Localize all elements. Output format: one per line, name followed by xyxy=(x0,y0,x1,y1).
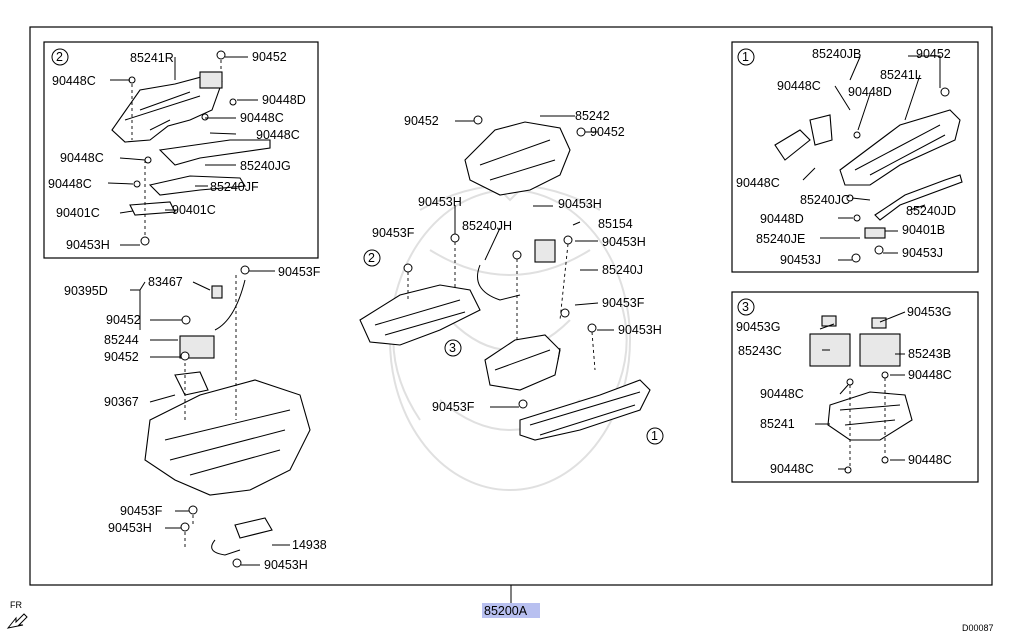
label-90448C: 90448C xyxy=(908,368,952,382)
main-part-number: 85200A xyxy=(484,604,528,618)
center-group: 2 3 1 85242 90452 90452 90453H 90453H 85… xyxy=(359,109,664,445)
label-90448C: 90448C xyxy=(770,462,814,476)
callout-3-center: 3 xyxy=(449,341,456,355)
label-85241R: 85241R xyxy=(130,51,174,65)
callout-3-text: 3 xyxy=(742,300,749,314)
main-part-highlight xyxy=(482,603,540,618)
label-90453G: 90453G xyxy=(736,320,780,334)
label-90453F: 90453F xyxy=(432,400,475,414)
label-90452: 90452 xyxy=(916,47,951,61)
fr-arrow-icon: FR xyxy=(6,600,28,629)
label-90395D: 90395D xyxy=(64,284,108,298)
label-85243C: 85243C xyxy=(738,344,782,358)
box1-frame xyxy=(731,41,979,273)
label-90452: 90452 xyxy=(590,125,625,139)
label-85242: 85242 xyxy=(575,109,610,123)
label-90453H: 90453H xyxy=(66,238,110,252)
label-90448D: 90448D xyxy=(262,93,306,107)
label-90448C: 90448C xyxy=(48,177,92,191)
label-85154: 85154 xyxy=(598,217,633,231)
label-85240JE: 85240JE xyxy=(756,232,805,246)
label-90453F: 90453F xyxy=(120,504,163,518)
label-85240JB: 85240JB xyxy=(812,47,861,61)
label-90453H: 90453H xyxy=(264,558,308,572)
label-90448C: 90448C xyxy=(52,74,96,88)
diagram-code: D00087 xyxy=(962,623,994,633)
label-90448C: 90448C xyxy=(777,79,821,93)
label-85244: 85244 xyxy=(104,333,139,347)
label-90453H: 90453H xyxy=(602,235,646,249)
label-83467: 83467 xyxy=(148,275,183,289)
label-85241: 85241 xyxy=(760,417,795,431)
box2-group: 2 85241R 90452 90448C 90448D 90448C 9044… xyxy=(48,48,306,252)
callout-1-center: 1 xyxy=(651,429,658,443)
callout-circle xyxy=(51,48,69,66)
label-90448C: 90448C xyxy=(760,387,804,401)
label-85240JH: 85240JH xyxy=(462,219,512,233)
label-90452: 90452 xyxy=(404,114,439,128)
label-90401C: 90401C xyxy=(56,206,100,220)
label-90401B: 90401B xyxy=(902,223,945,237)
label-85243B: 85243B xyxy=(908,347,951,361)
label-90448C: 90448C xyxy=(60,151,104,165)
label-85240JD: 85240JD xyxy=(906,204,956,218)
label-90448C: 90448C xyxy=(256,128,300,142)
label-85240JG: 85240JG xyxy=(240,159,291,173)
label-90452: 90452 xyxy=(104,350,139,364)
label-90453H: 90453H xyxy=(108,521,152,535)
label-85240JF: 85240JF xyxy=(210,180,259,194)
label-90448D: 90448D xyxy=(848,85,892,99)
label-90453H: 90453H xyxy=(558,197,602,211)
label-90453J: 90453J xyxy=(780,253,821,267)
fr-label: FR xyxy=(10,600,22,610)
box3-frame xyxy=(731,291,979,483)
label-14938: 14938 xyxy=(292,538,327,552)
label-90453F: 90453F xyxy=(278,265,321,279)
label-90453F: 90453F xyxy=(602,296,645,310)
label-90453H: 90453H xyxy=(418,195,462,209)
callout-2-text: 2 xyxy=(56,50,63,64)
label-85241L: 85241L xyxy=(880,68,922,82)
label-90453J: 90453J xyxy=(902,246,943,260)
label-90367: 90367 xyxy=(104,395,139,409)
label-90448C: 90448C xyxy=(240,111,284,125)
label-85240J: 85240J xyxy=(602,263,643,277)
label-90452: 90452 xyxy=(106,313,141,327)
box1-group: 1 85240JB 90452 85241L 90448C 90448D 904… xyxy=(736,47,963,267)
box3-group: 3 90453G 90453G 85243C 85243B 90448C 904… xyxy=(736,298,952,476)
box2-frame xyxy=(43,41,319,259)
label-90453G: 90453G xyxy=(907,305,951,319)
label-90452: 90452 xyxy=(252,50,287,64)
label-90401C: 90401C xyxy=(172,203,216,217)
label-90448C: 90448C xyxy=(908,453,952,467)
label-90448D: 90448D xyxy=(760,212,804,226)
label-90453F: 90453F xyxy=(372,226,415,240)
label-90448C: 90448C xyxy=(736,176,780,190)
label-85240JC: 85240JC xyxy=(800,193,850,207)
callout-2-center: 2 xyxy=(368,251,375,265)
left-group: 83467 90453F 90395D 90452 85244 90452 90… xyxy=(64,265,327,572)
label-90453H: 90453H xyxy=(618,323,662,337)
callout-1-text: 1 xyxy=(742,50,749,64)
